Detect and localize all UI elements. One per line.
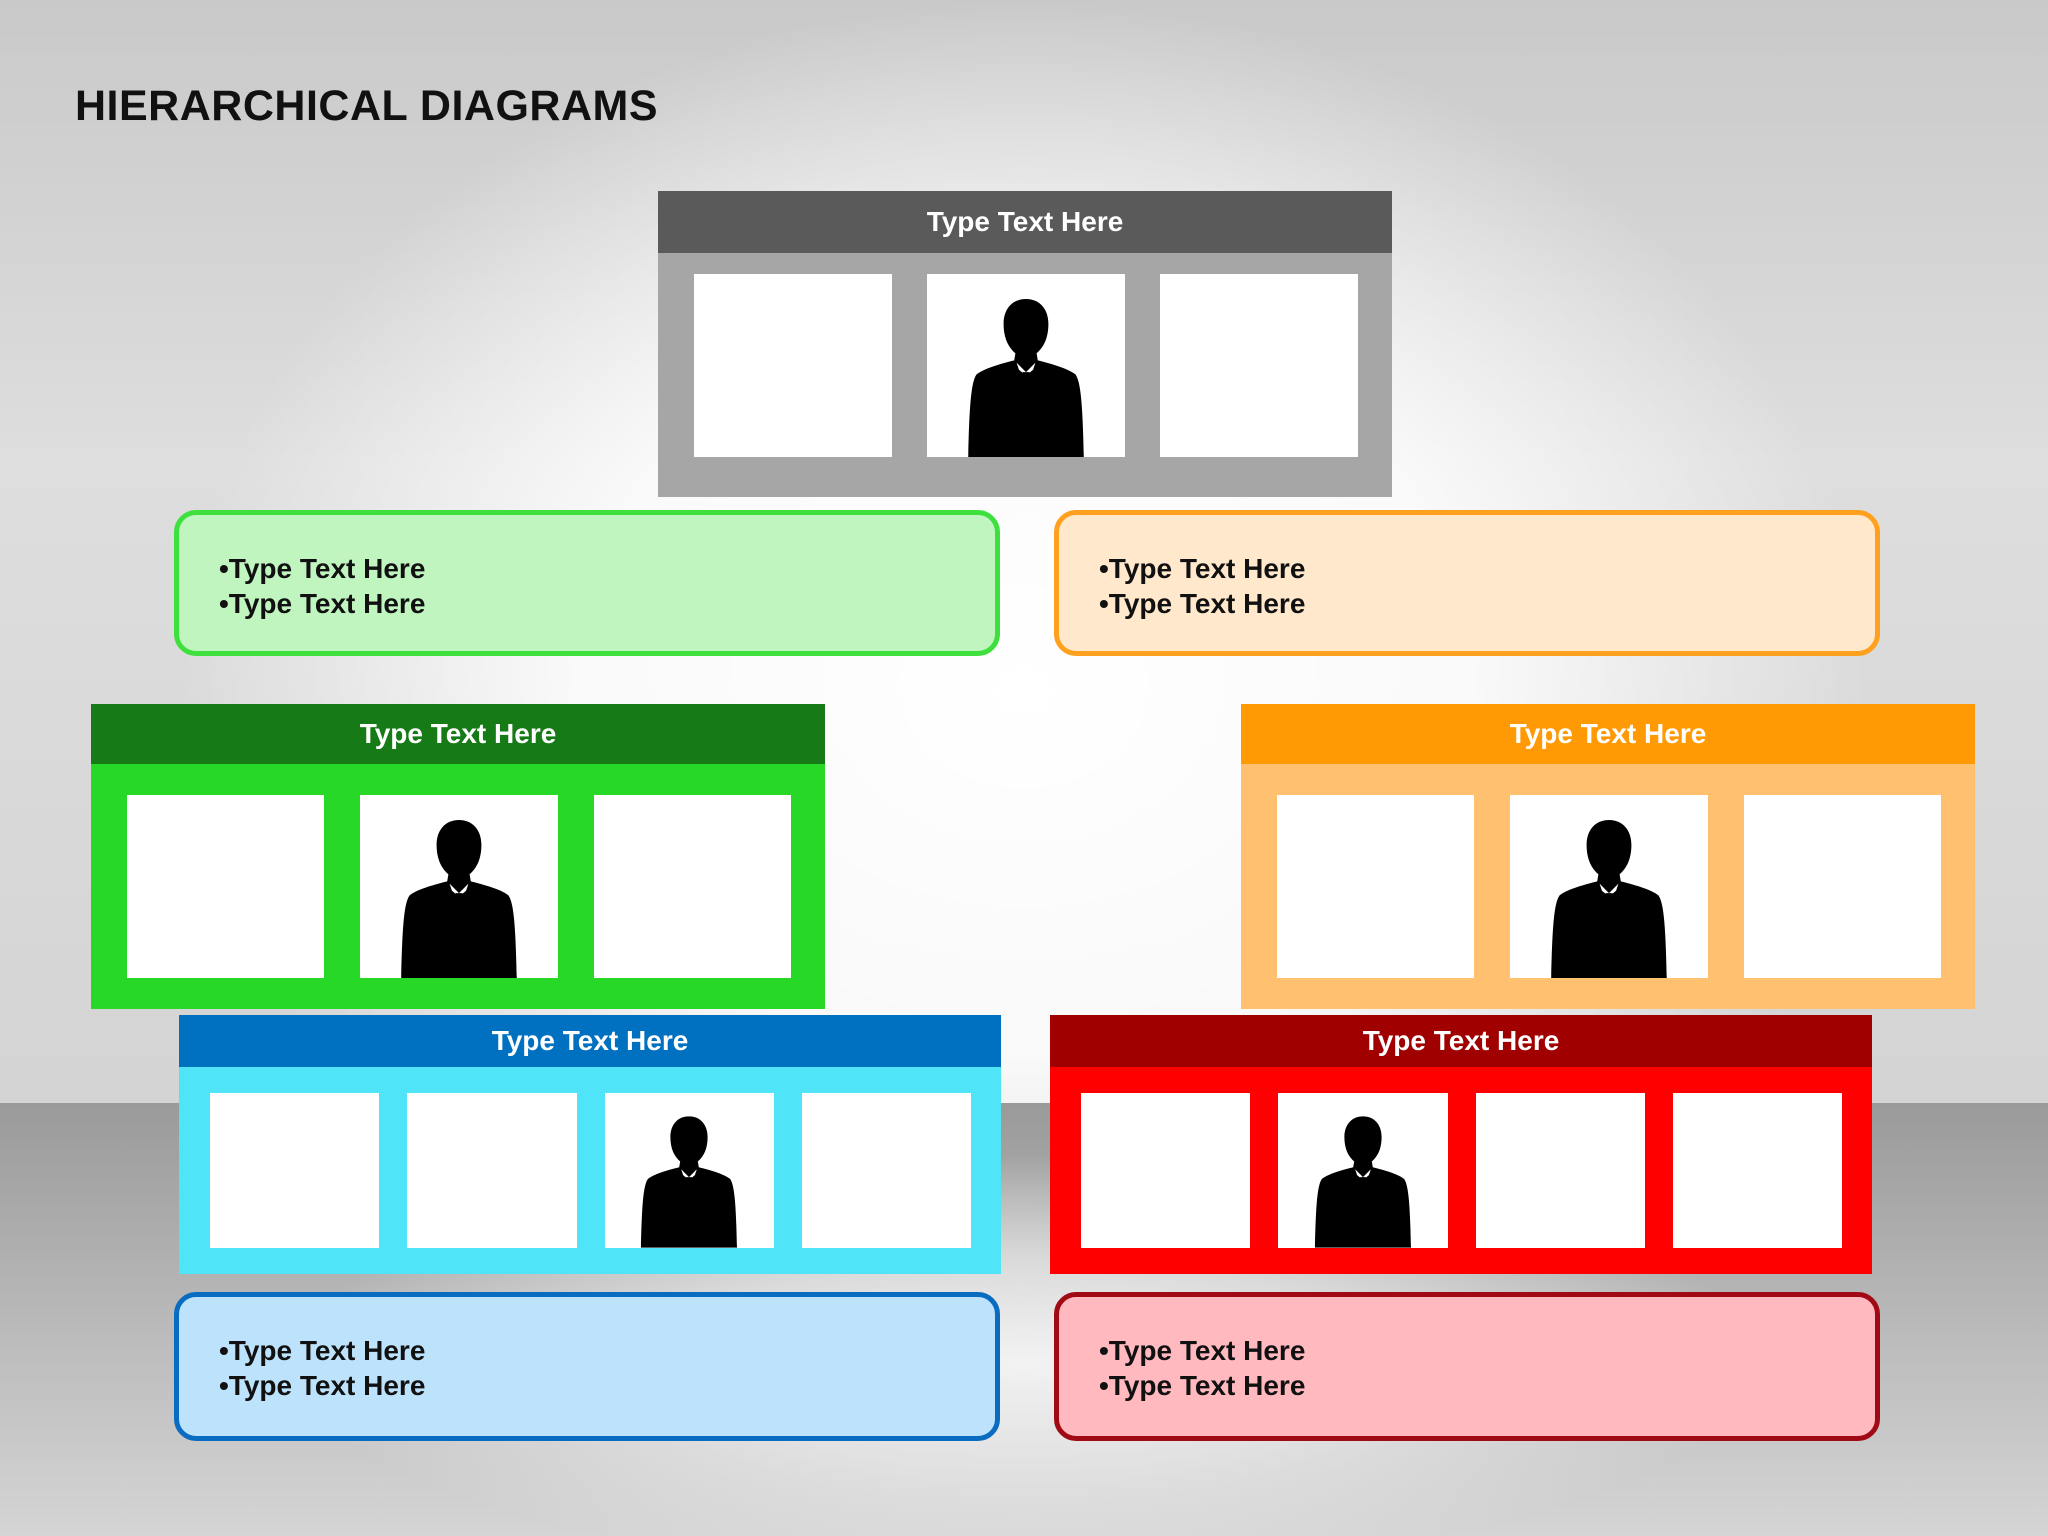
photo-slot[interactable] <box>1081 1093 1251 1248</box>
blue-bullet-box[interactable]: •Type Text Here •Type Text Here <box>174 1292 1000 1441</box>
red-unit-header[interactable]: Type Text Here <box>1050 1015 1872 1067</box>
orange-unit: Type Text Here <box>1241 704 1975 1009</box>
red-unit: Type Text Here <box>1050 1015 1872 1274</box>
green-unit: Type Text Here <box>91 704 825 1009</box>
person-silhouette-icon <box>1314 1116 1411 1248</box>
photo-slot[interactable] <box>1672 1093 1842 1248</box>
photo-slot[interactable] <box>694 274 892 457</box>
photo-slot[interactable] <box>407 1093 577 1248</box>
red-bullet-box[interactable]: •Type Text Here •Type Text Here <box>1054 1292 1880 1441</box>
photo-slot[interactable] <box>1475 1093 1645 1248</box>
bullet-item: •Type Text Here <box>219 588 426 619</box>
page-title: HIERARCHICAL DIAGRAMS <box>75 82 659 130</box>
top-unit: Type Text Here <box>658 191 1392 497</box>
photo-slot[interactable] <box>927 274 1125 457</box>
photo-slot[interactable] <box>1743 795 1941 978</box>
orange-unit-header[interactable]: Type Text Here <box>1241 704 1975 764</box>
blue-unit: Type Text Here <box>179 1015 1001 1274</box>
photo-slot[interactable] <box>1277 795 1475 978</box>
bullet-item: •Type Text Here <box>1099 1370 1306 1401</box>
green-unit-header[interactable]: Type Text Here <box>91 704 825 764</box>
photo-slot[interactable] <box>127 795 325 978</box>
blue-unit-header[interactable]: Type Text Here <box>179 1015 1001 1067</box>
photo-slot[interactable] <box>801 1093 971 1248</box>
person-silhouette-icon <box>1551 820 1667 978</box>
photo-slot[interactable] <box>1160 274 1358 457</box>
orange-unit-frame <box>1241 764 1975 1009</box>
bullet-item: •Type Text Here <box>219 1370 426 1401</box>
blue-unit-frame <box>179 1067 1001 1274</box>
green-bullet-box[interactable]: •Type Text Here •Type Text Here <box>174 510 1000 656</box>
person-silhouette-icon <box>968 299 1084 457</box>
person-silhouette-icon <box>641 1116 738 1248</box>
bullet-item: •Type Text Here <box>219 553 426 584</box>
bullet-item: •Type Text Here <box>1099 588 1306 619</box>
top-unit-frame <box>658 253 1392 497</box>
photo-slot[interactable] <box>360 795 558 978</box>
red-unit-frame <box>1050 1067 1872 1274</box>
photo-slot[interactable] <box>210 1093 380 1248</box>
bullet-item: •Type Text Here <box>219 1335 426 1366</box>
person-silhouette-icon <box>401 820 517 978</box>
orange-bullet-box[interactable]: •Type Text Here •Type Text Here <box>1054 510 1880 656</box>
top-unit-header[interactable]: Type Text Here <box>658 191 1392 253</box>
photo-slot[interactable] <box>1278 1093 1448 1248</box>
photo-slot[interactable] <box>1510 795 1708 978</box>
green-unit-frame <box>91 764 825 1009</box>
photo-slot[interactable] <box>593 795 791 978</box>
bullet-item: •Type Text Here <box>1099 553 1306 584</box>
photo-slot[interactable] <box>604 1093 774 1248</box>
bullet-item: •Type Text Here <box>1099 1335 1306 1366</box>
